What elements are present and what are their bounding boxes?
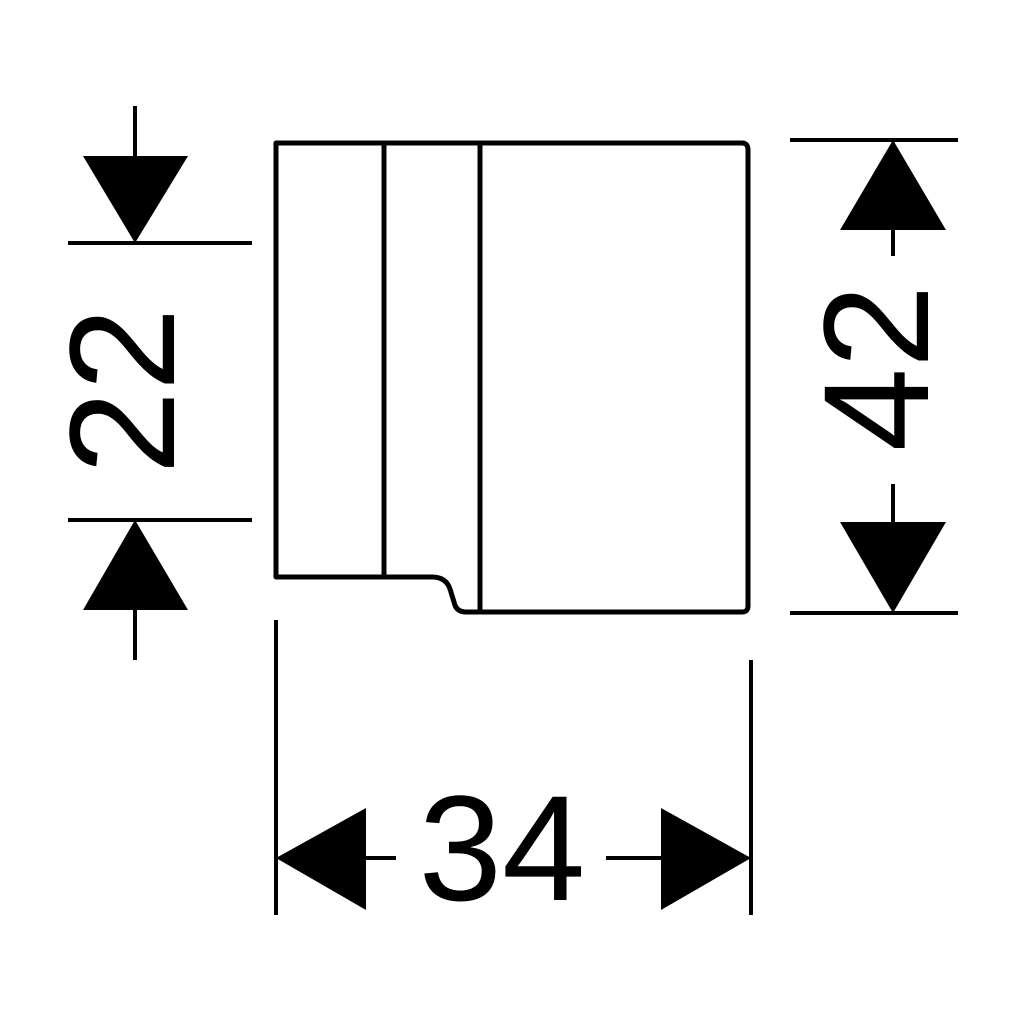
dimension-inner-height: 22 — [38, 106, 252, 660]
part-body — [273, 140, 751, 615]
arrow-up-icon — [83, 520, 188, 610]
dimension-label-34: 34 — [419, 764, 586, 932]
arrow-down-icon — [840, 522, 946, 613]
arrow-up-icon — [840, 140, 946, 230]
dimension-total-height: 42 — [790, 138, 960, 615]
arrow-left-icon — [276, 808, 366, 910]
part-outline — [273, 140, 751, 615]
arrow-down-icon — [83, 156, 188, 243]
dimension-total-width: 34 — [274, 620, 753, 932]
arrow-right-icon — [661, 808, 751, 910]
dimension-label-42: 42 — [792, 285, 960, 452]
dimension-label-22: 22 — [38, 308, 206, 475]
